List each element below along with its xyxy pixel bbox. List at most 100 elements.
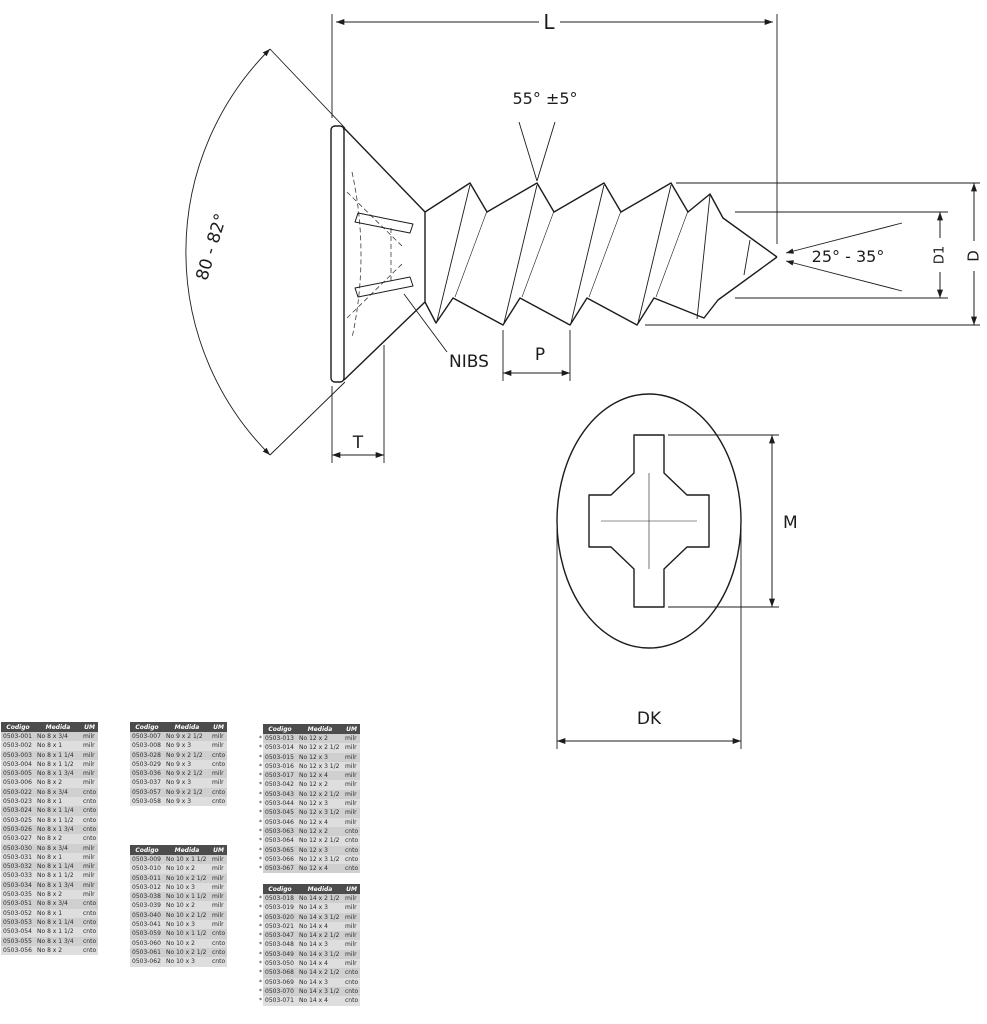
column-header: UM [81,722,99,732]
unit-cell: milr [210,920,228,930]
code-cell: 0503-008 [130,741,164,751]
code-cell: 0503-037 [130,778,164,788]
unit-cell: milr [81,871,99,881]
star-mark: * [256,959,263,969]
unit-cell: cnto [81,908,99,918]
column-header: Codigo [130,845,164,855]
size-cell: No 8 x 1 [35,741,81,751]
code-cell: 0503-009 [130,855,164,865]
code-cell: 0503-029 [130,759,164,770]
star-mark: * [256,845,263,855]
code-cell: 0503-038 [130,892,164,902]
code-cell: 0503-059 [130,929,164,939]
nibs-shape [354,212,414,298]
star-mark: * [256,921,263,932]
code-cell: 0503-005 [1,769,35,779]
size-cell: No 12 x 2 [297,780,343,790]
dimension-head-angle: 80 - 82° [185,48,346,456]
code-cell: 0503-062 [130,957,164,967]
size-cell: No 12 x 3 1/2 [297,761,343,772]
size-cell: No 8 x 1 [35,852,81,863]
size-cell: No 14 x 3 1/2 [297,949,343,960]
code-cell: 0503-011 [130,873,164,883]
column-header: Codigo [263,724,297,734]
code-cell: 0503-030 [1,843,35,853]
column-header: Medida [297,724,343,734]
unit-cell: cnto [343,826,361,837]
size-cell: No 12 x 2 [297,734,343,744]
dimension-overall-length: L [331,10,778,244]
size-cell: No 10 x 2 1/2 [164,947,210,958]
size-cell: No 14 x 4 [297,921,343,932]
star-mark: * [256,780,263,790]
unit-cell: cnto [210,947,228,958]
unit-cell: milr [81,880,99,891]
column-header: Medida [164,722,210,732]
unit-cell: milr [343,912,361,922]
unit-cell: milr [210,873,228,883]
code-cell: 0503-010 [130,864,164,874]
size-cell: No 12 x 3 [297,799,343,809]
code-cell: 0503-019 [263,903,297,913]
star-spacer [256,884,263,894]
unit-cell: milr [81,843,99,853]
unit-cell: cnto [210,787,228,798]
size-cell: No 9 x 3 [164,778,210,788]
code-cell: 0503-012 [130,882,164,893]
unit-cell: cnto [81,936,99,946]
unit-cell: cnto [210,957,228,967]
unit-cell: cnto [343,854,361,865]
unit-cell: milr [210,741,228,751]
star-mark: * [256,968,263,978]
code-cell: 0503-022 [1,787,35,798]
unit-cell: milr [343,743,361,753]
screw-head-side-view [330,125,426,383]
unit-cell: cnto [343,996,361,1006]
code-cell: 0503-020 [263,912,297,922]
size-cell: No 8 x 1 1/4 [35,862,81,872]
nibs-label: NIBS [449,352,489,372]
unit-cell: cnto [210,759,228,770]
size-cell: No 12 x 4 [297,817,343,827]
unit-cell: milr [210,864,228,874]
size-cell: No 8 x 2 [35,890,81,900]
size-cell: No 10 x 2 [164,864,210,874]
star-mark: * [256,743,263,753]
size-cell: No 8 x 1 1/2 [35,871,81,881]
unit-cell: milr [81,778,99,788]
size-cell: No 12 x 2 1/2 [297,789,343,800]
dimension-diameters: D1 D [645,182,983,326]
size-cell: No 9 x 2 1/2 [164,769,210,779]
dimension-pitch: P [502,330,571,381]
code-cell: 0503-055 [1,936,35,946]
phillips-cross-outline [588,434,710,608]
star-mark: * [256,903,263,913]
code-cell: 0503-046 [263,817,297,827]
unit-cell: milr [343,761,361,772]
size-cell: No 14 x 4 [297,959,343,969]
unit-cell: milr [343,817,361,827]
size-cell: No 9 x 3 [164,741,210,751]
code-cell: 0503-047 [263,931,297,941]
size-cell: No 10 x 1 1/2 [164,855,210,865]
size-cell: No 12 x 2 1/2 [297,836,343,846]
